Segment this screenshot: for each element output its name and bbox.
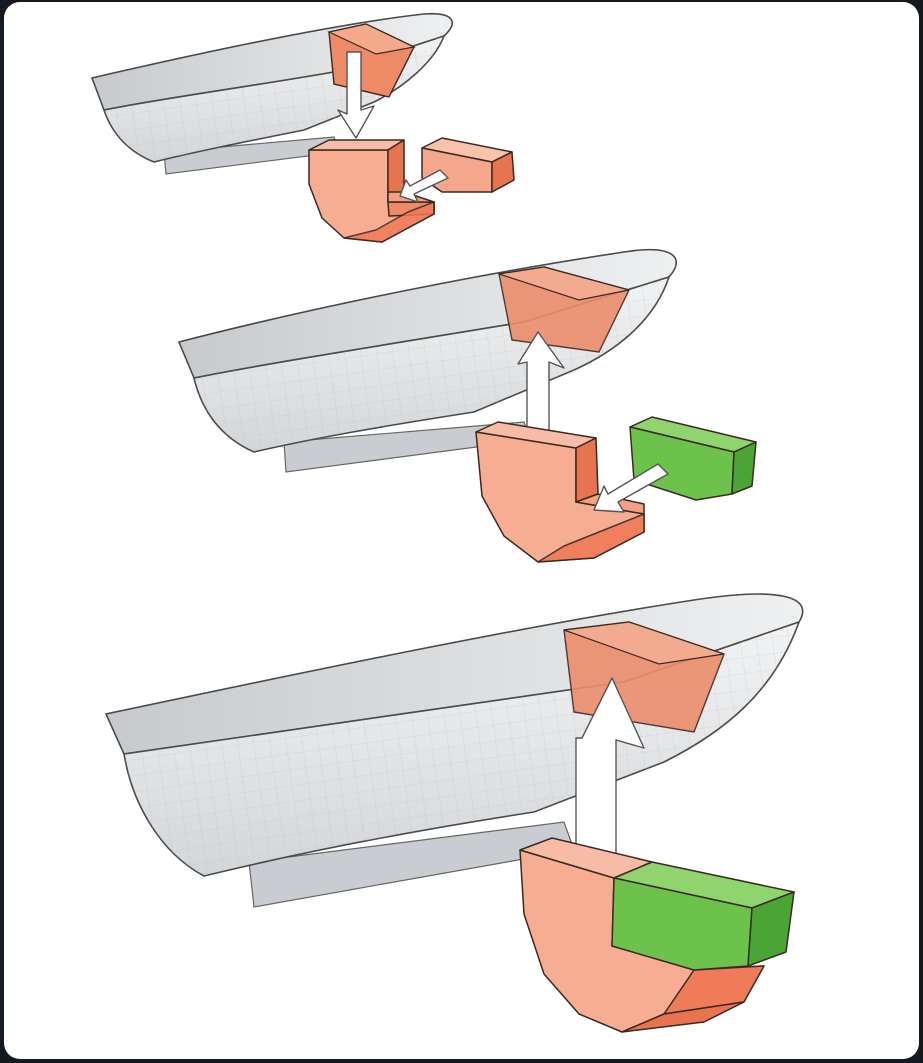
stage-2: [179, 250, 756, 562]
green-cube-3: [612, 862, 794, 970]
stage-3: [106, 594, 803, 1032]
green-cube-2: [630, 417, 756, 500]
ship-assembly-diagram: [4, 2, 919, 1059]
hull-3: [106, 594, 803, 907]
stage-1: [92, 14, 514, 242]
diagram-panel: [4, 2, 919, 1059]
